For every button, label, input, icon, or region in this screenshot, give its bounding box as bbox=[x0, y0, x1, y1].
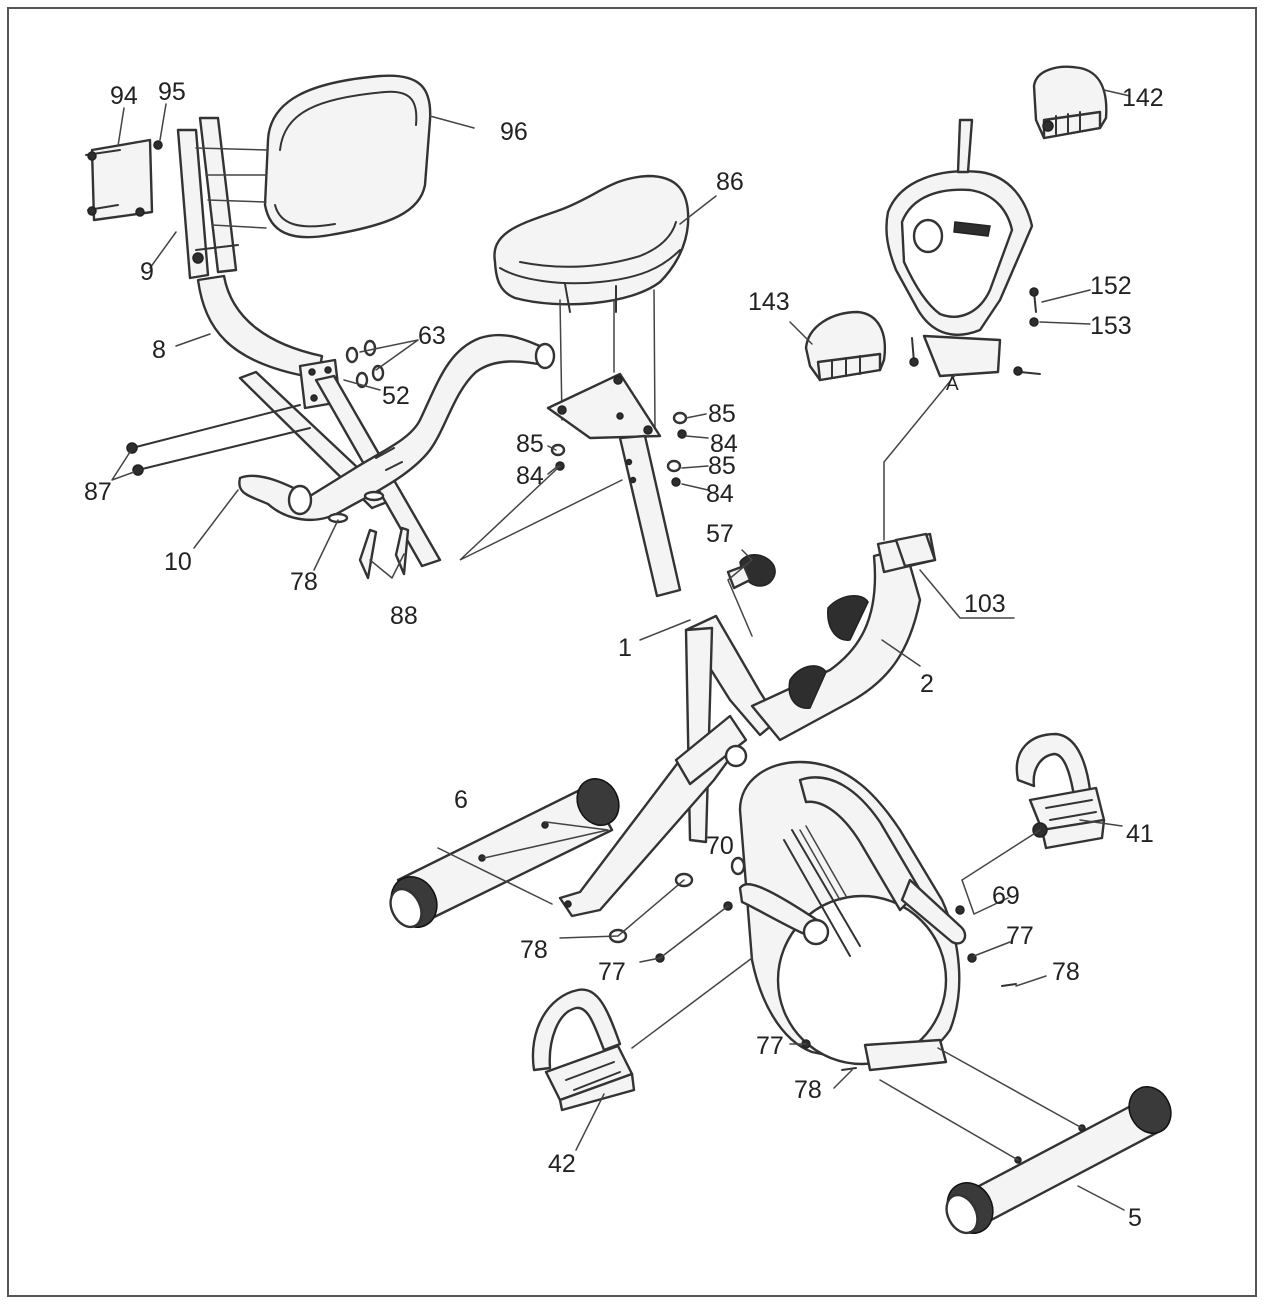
label-143: 143 bbox=[748, 288, 790, 316]
label-57: 57 bbox=[706, 520, 734, 548]
label-8: 8 bbox=[152, 336, 166, 364]
diagram-canvas: 94 95 96 86 142 9 8 63 52 87 10 78 88 85… bbox=[7, 7, 1257, 1297]
diagram-border bbox=[7, 7, 1257, 1297]
label-85-left: 85 bbox=[516, 430, 544, 458]
pulse-grip-142-part bbox=[1032, 65, 1108, 140]
crank-arms-part bbox=[730, 856, 967, 946]
backrest-pad-part bbox=[263, 74, 432, 239]
label-78-base: 78 bbox=[794, 1076, 822, 1104]
console-hardware-part bbox=[909, 287, 1041, 376]
console-part bbox=[885, 118, 1034, 378]
label-88: 88 bbox=[390, 602, 418, 630]
right-pedal-part bbox=[1015, 732, 1106, 850]
label-6: 6 bbox=[454, 786, 468, 814]
label-77-base: 77 bbox=[756, 1032, 784, 1060]
label-95: 95 bbox=[158, 78, 186, 106]
label-9: 9 bbox=[140, 258, 154, 286]
label-84-upper: 84 bbox=[710, 430, 738, 458]
label-78-right: 78 bbox=[1052, 958, 1080, 986]
label-84-left: 84 bbox=[516, 462, 544, 490]
label-94: 94 bbox=[110, 82, 138, 110]
seat-part bbox=[493, 174, 690, 598]
label-85-upper: 85 bbox=[708, 400, 736, 428]
label-5: 5 bbox=[1128, 1204, 1142, 1232]
label-42: 42 bbox=[548, 1150, 576, 1178]
handlebar-part bbox=[238, 333, 556, 522]
label-41: 41 bbox=[1126, 820, 1154, 848]
label-77-right: 77 bbox=[1006, 922, 1034, 950]
label-63: 63 bbox=[418, 322, 446, 350]
label-1: 1 bbox=[618, 634, 632, 662]
label-153: 153 bbox=[1090, 312, 1132, 340]
exploded-parts-diagram: 94 95 96 86 142 9 8 63 52 87 10 78 88 85… bbox=[6, 6, 1258, 1298]
label-69: 69 bbox=[992, 882, 1020, 910]
backrest-guide-lines bbox=[195, 147, 269, 229]
label-52: 52 bbox=[382, 382, 410, 410]
label-10: 10 bbox=[164, 548, 192, 576]
rear-stabilizer-part bbox=[389, 778, 620, 929]
label-103: 103 bbox=[964, 590, 1006, 618]
label-85-lower: 85 bbox=[708, 452, 736, 480]
bolts-88-part bbox=[327, 490, 410, 580]
label-142: 142 bbox=[1122, 84, 1164, 112]
label-78-rear: 78 bbox=[520, 936, 548, 964]
label-2: 2 bbox=[920, 670, 934, 698]
front-stabilizer-guides bbox=[879, 1047, 1083, 1161]
front-stabilizer-part bbox=[945, 1086, 1172, 1235]
label-A: A bbox=[946, 374, 959, 395]
label-96: 96 bbox=[500, 118, 528, 146]
backrest-bracket-part bbox=[85, 116, 239, 280]
leader-lines bbox=[111, 89, 1131, 1211]
pulse-grip-143-part bbox=[804, 310, 887, 382]
label-84-lower: 84 bbox=[706, 480, 734, 508]
label-87: 87 bbox=[84, 478, 112, 506]
label-86: 86 bbox=[716, 168, 744, 196]
label-78-handlebar: 78 bbox=[290, 568, 318, 596]
label-152: 152 bbox=[1090, 272, 1132, 300]
callout-labels: 94 95 96 86 142 9 8 63 52 87 10 78 88 85… bbox=[84, 78, 1164, 1232]
label-77-rear: 77 bbox=[598, 958, 626, 986]
label-70: 70 bbox=[706, 832, 734, 860]
main-frame-part bbox=[558, 532, 937, 918]
bolts-87-part bbox=[126, 404, 311, 476]
left-pedal-part bbox=[531, 988, 636, 1112]
